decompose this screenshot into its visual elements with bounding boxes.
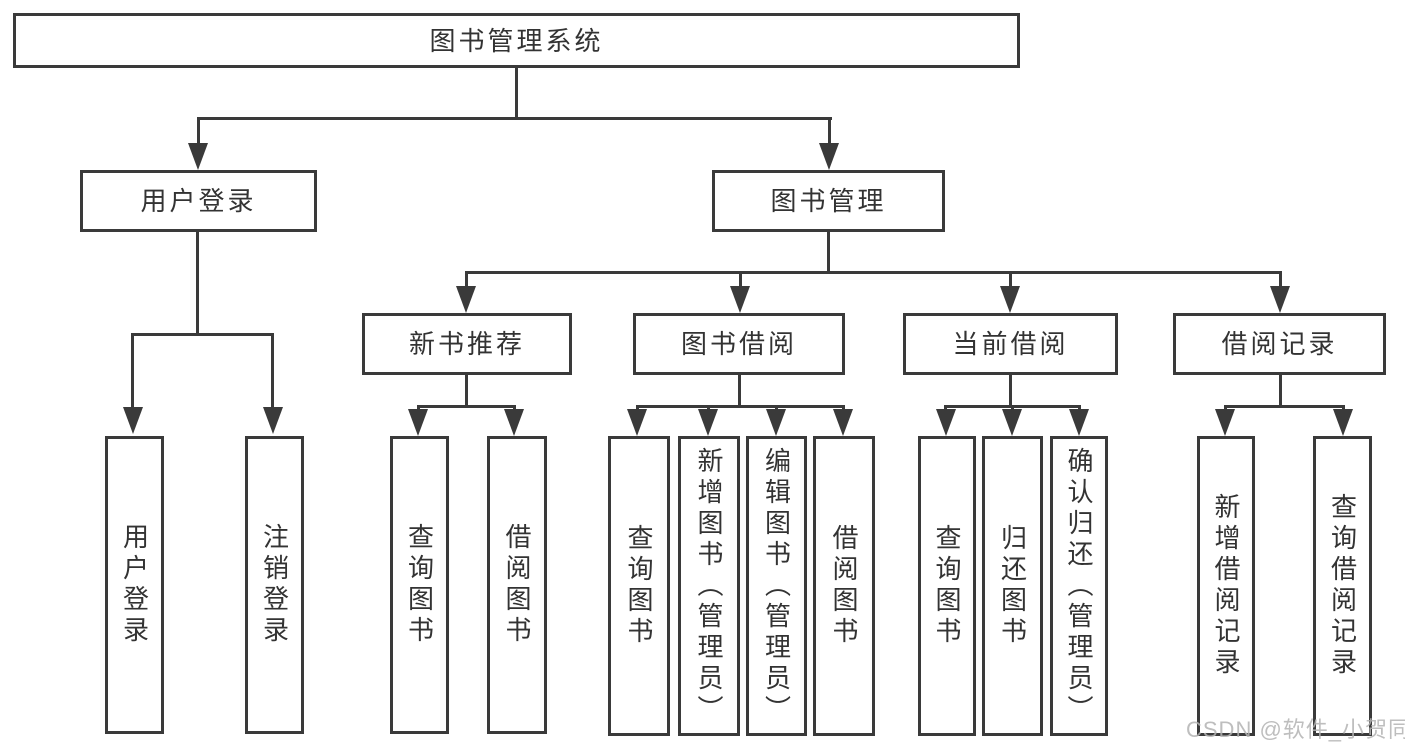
leaf-label: 查询图书 (932, 524, 962, 648)
arrow-down-icon (698, 409, 718, 436)
arrow-down-icon (1069, 409, 1089, 436)
arrow-down-icon (833, 409, 853, 436)
node-current-borrowing: 当前借阅 (903, 313, 1118, 375)
connector-line (1279, 373, 1282, 408)
arrow-down-icon (1215, 409, 1235, 436)
leaf-label: 用户登录 (119, 523, 150, 647)
node-book-borrowing: 图书借阅 (633, 313, 845, 375)
arrow-down-icon (1270, 286, 1290, 313)
arrow-down-icon (730, 286, 750, 313)
leaf-label: 新增借阅记录 (1211, 493, 1241, 679)
leaf-add-books-admin: 新增图书（管理员） (678, 436, 740, 736)
arrow-down-icon (1002, 409, 1022, 436)
leaf-label: 编辑图书（管理员） (761, 446, 792, 726)
node-label: 新书推荐 (408, 329, 525, 359)
node-new-book-recommend: 新书推荐 (362, 313, 572, 375)
node-label: 图书管理系统 (429, 25, 604, 56)
leaf-label: 新增图书（管理员） (694, 446, 724, 726)
connector-line (828, 117, 831, 147)
connector-line (739, 271, 742, 291)
arrow-down-icon (1333, 409, 1353, 436)
arrow-down-icon (627, 409, 647, 436)
connector-line (271, 333, 274, 411)
connector-line (197, 117, 200, 147)
connector-line (1009, 373, 1012, 408)
leaf-return-books: 归还图书 (982, 436, 1043, 736)
connector-line (1279, 271, 1282, 291)
node-label: 图书借阅 (680, 329, 797, 359)
leaf-label: 查询借阅记录 (1327, 493, 1358, 679)
csdn-watermark: CSDN @软件_小贺同学 (1186, 717, 1405, 742)
leaf-edit-books-admin: 编辑图书（管理员） (746, 436, 807, 736)
connector-line (465, 271, 1281, 274)
connector-line (465, 373, 468, 408)
connector-line (131, 333, 134, 411)
arrow-down-icon (504, 409, 524, 436)
connector-line (1009, 271, 1012, 291)
leaf-logout: 注销登录 (245, 436, 304, 734)
connector-line (197, 117, 832, 120)
node-label: 当前借阅 (952, 329, 1069, 359)
connector-line (417, 405, 516, 408)
leaf-borrow-books: 借阅图书 (813, 436, 875, 736)
connector-line (636, 405, 845, 408)
arrow-down-icon (1000, 286, 1020, 313)
node-library-management-system: 图书管理系统 (13, 13, 1020, 68)
leaf-label: 确认归还（管理员） (1064, 446, 1094, 726)
connector-line (738, 373, 741, 408)
leaf-query-books: 查询图书 (918, 436, 976, 736)
leaf-label: 归还图书 (997, 524, 1028, 648)
leaf-label: 借阅图书 (502, 523, 532, 647)
node-book-management: 图书管理 (712, 170, 945, 232)
arrow-down-icon (766, 409, 786, 436)
leaf-query-books: 查询图书 (390, 436, 449, 734)
leaf-label: 注销登录 (259, 523, 290, 647)
node-borrowing-records: 借阅记录 (1173, 313, 1386, 375)
leaf-borrow-books: 借阅图书 (487, 436, 547, 734)
connector-line (131, 333, 274, 336)
connector-line (465, 271, 468, 291)
node-label: 用户登录 (140, 186, 257, 216)
arrow-down-icon (188, 143, 208, 170)
leaf-confirm-return-admin: 确认归还（管理员） (1050, 436, 1108, 736)
node-label: 借阅记录 (1221, 329, 1338, 359)
connector-line (515, 66, 518, 120)
connector-line (827, 230, 830, 274)
node-label: 图书管理 (770, 186, 887, 216)
leaf-query-books: 查询图书 (608, 436, 670, 736)
leaf-user-login: 用户登录 (105, 436, 164, 734)
leaf-query-borrow-record: 查询借阅记录 (1313, 436, 1372, 736)
arrow-down-icon (456, 286, 476, 313)
node-user-login: 用户登录 (80, 170, 317, 232)
arrow-down-icon (123, 407, 143, 434)
connector-line (1224, 405, 1345, 408)
arrow-down-icon (819, 143, 839, 170)
leaf-label: 借阅图书 (829, 524, 859, 648)
leaf-add-borrow-record: 新增借阅记录 (1197, 436, 1255, 736)
arrow-down-icon (936, 409, 956, 436)
connector-line (196, 230, 199, 336)
arrow-down-icon (408, 409, 428, 436)
arrow-down-icon (263, 407, 283, 434)
leaf-label: 查询图书 (404, 523, 435, 647)
leaf-label: 查询图书 (624, 524, 654, 648)
